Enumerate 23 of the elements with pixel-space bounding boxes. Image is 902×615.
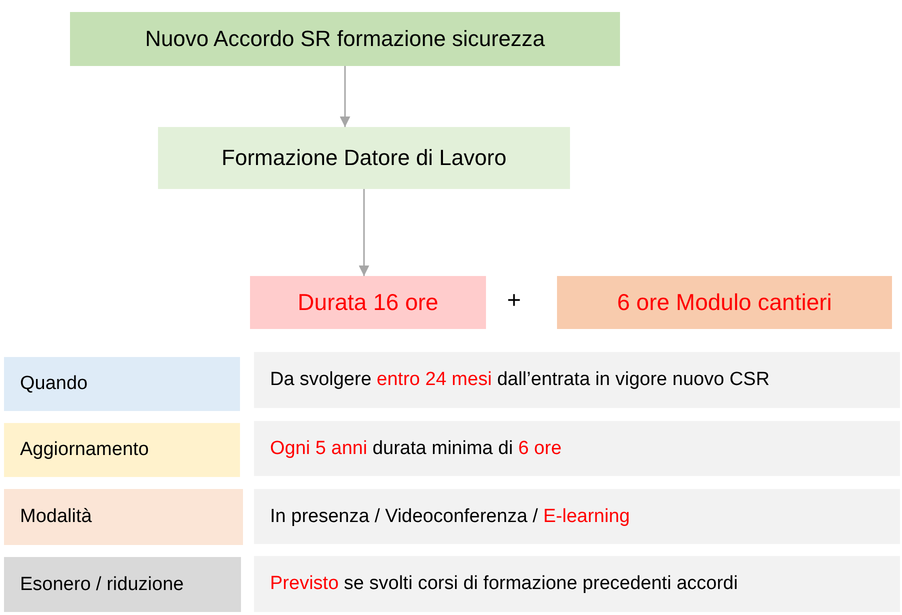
box-text: Nuovo Accordo SR formazione sicurezza [145,26,545,52]
process-box [70,12,620,66]
arrow [358,189,370,276]
process-box [250,276,486,329]
category-label: Modalità [20,506,92,528]
arrow [340,66,350,127]
category-box [4,357,240,411]
box-text: Da svolgere entro 24 mesi dall’entrata in vigore nuovo CSR [270,369,770,391]
box-text: In presenza / Videoconferenza / E-learning [270,506,630,528]
category-label: Aggiornamento [20,439,149,461]
box-text: Ogni 5 anni durata minima di 6 ore [270,438,562,460]
category-label: Quando [20,373,88,395]
plus-sign: + [507,287,522,315]
box-text: Durata 16 ore [298,289,438,316]
box-text: 6 ore Modulo cantieri [617,289,832,316]
process-box [557,276,892,329]
category-box [4,489,243,545]
box-text: Formazione Datore di Lavoro [222,145,506,171]
category-box [4,423,240,477]
category-label: Esonero / riduzione [20,574,184,596]
category-box [4,557,241,612]
process-box [158,127,570,189]
box-text: Previsto se svolti corsi di formazione precedenti accordi [270,573,738,595]
